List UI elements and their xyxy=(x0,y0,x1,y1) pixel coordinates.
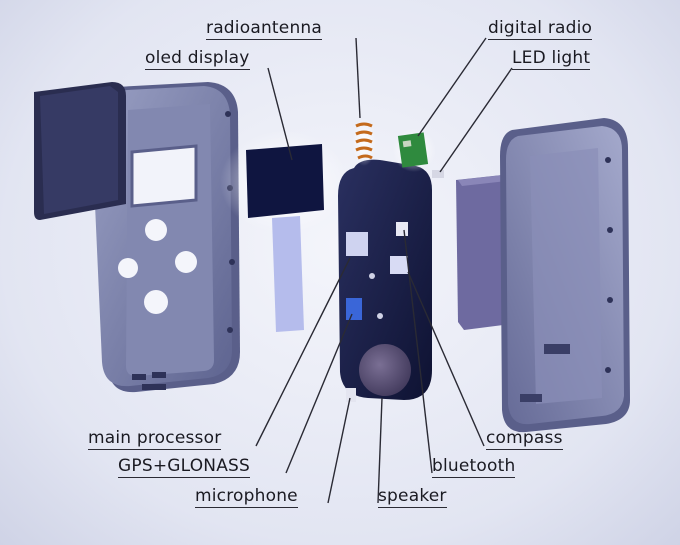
oled-display-part xyxy=(220,130,348,332)
label-radioantenna: radioantenna xyxy=(206,18,323,40)
label-compass: compass xyxy=(486,428,563,450)
label-digital-radio: digital radio xyxy=(488,18,593,40)
leader-lines xyxy=(255,37,513,504)
label-speaker: speaker xyxy=(378,486,447,508)
label-led-light: LED light xyxy=(512,48,591,70)
back-shell xyxy=(500,118,630,433)
label-oled-display: oled display xyxy=(145,48,250,70)
label-microphone: microphone xyxy=(195,486,298,508)
front-shell xyxy=(34,82,240,393)
circuit-board xyxy=(338,118,444,402)
label-bluetooth: bluetooth xyxy=(432,456,516,478)
label-gps-glonass: GPS+GLONASS xyxy=(118,456,251,478)
label-main-processor: main processor xyxy=(88,428,222,450)
antenna-coil xyxy=(355,122,373,160)
